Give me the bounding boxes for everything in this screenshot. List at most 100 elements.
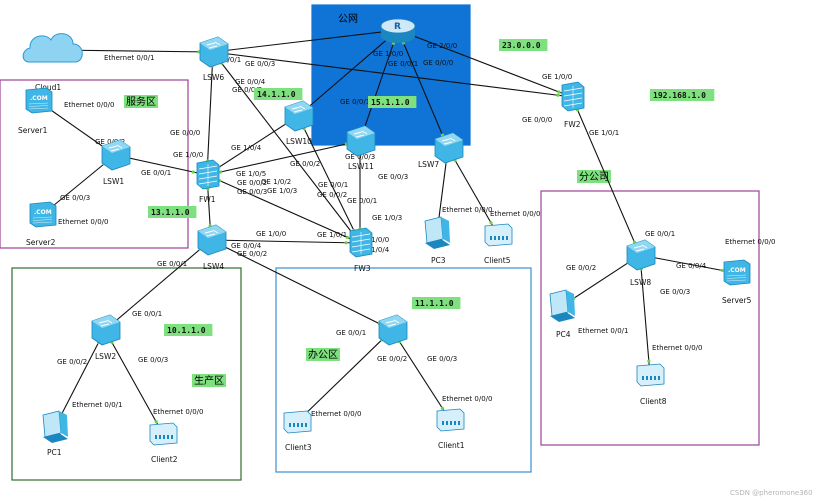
switch-icon-lsw4[interactable] <box>197 224 227 256</box>
port-label: Ethernet 0/0/1 <box>104 54 154 62</box>
port-label: GE 0/0/3 <box>660 288 690 296</box>
client-icon-client3[interactable] <box>283 410 312 434</box>
pc-icon-pc4[interactable] <box>549 289 575 322</box>
link-fw1-fw3 <box>206 174 361 244</box>
port-label: GE 0/0/1 <box>318 181 348 189</box>
port-labels-layer: Ethernet 0/0/1GE 0/0/1GE 0/0/3GE 0/0/4GE… <box>57 42 775 418</box>
port-dot <box>345 235 349 239</box>
port-label: GE 1/0/0 <box>256 230 286 238</box>
port-dot <box>219 170 223 174</box>
client-icon-client1[interactable] <box>436 408 465 432</box>
port-label: GE 0/0/3 <box>60 194 90 202</box>
devices-layer: Cloud1LSW6RFW2.COMServer1LSW1.COMServer2… <box>18 18 752 464</box>
link-lsw7-client5 <box>447 147 499 236</box>
port-label: GE 0/0/0 <box>522 116 552 124</box>
firewall-icon-fw2[interactable] <box>561 81 585 112</box>
port-label: GE 0/0/2 <box>232 86 262 94</box>
switch-icon-lsw8[interactable] <box>626 239 656 271</box>
port-dot <box>440 406 445 410</box>
port-label: GE 0/0/2 <box>95 138 125 146</box>
firewall-icon-fw1[interactable] <box>196 159 220 190</box>
port-label: GE 0/0/1 <box>388 60 418 68</box>
link-fw1-lsw10 <box>206 115 299 176</box>
port-label: GE 0/0/2 <box>317 191 347 199</box>
device-label-lsw1: LSW1 <box>103 177 124 186</box>
subnet-label-bg <box>254 88 303 100</box>
device-label-lsw6: LSW6 <box>203 73 224 82</box>
client-icon-client2[interactable] <box>149 422 178 446</box>
client-icon-client8[interactable] <box>636 363 665 387</box>
switch-icon-lsw6[interactable] <box>199 36 229 68</box>
subnet-label-192-168-1-0: 192.168.1.0 <box>653 91 706 100</box>
port-label: GE 0/0/4 <box>676 262 707 270</box>
pc-icon-pc3[interactable] <box>424 216 450 249</box>
port-label: GE 0/0/2 <box>377 355 407 363</box>
port-label: Ethernet 0/0/0 <box>153 408 203 416</box>
device-label-lsw2: LSW2 <box>95 352 116 361</box>
port-label: Ethernet 0/0/0 <box>311 410 361 418</box>
port-label: GE 0/0/3 <box>345 153 375 161</box>
server-icon-server1[interactable]: .COM <box>25 87 53 114</box>
port-dot <box>647 359 651 363</box>
port-label: GE 0/0/1 <box>141 169 171 177</box>
watermark: CSDN @pheromone360 <box>730 489 813 497</box>
link-fw2-lsw8 <box>571 96 641 256</box>
device-label-pc3: PC3 <box>431 256 446 265</box>
device-label-server2: Server2 <box>26 238 56 247</box>
zone-label-bg <box>306 348 340 361</box>
port-label: GE 0/0/2 <box>57 358 87 366</box>
port-label: GE 1/0/0 <box>373 50 403 58</box>
switch-icon-lsw1[interactable] <box>101 139 131 171</box>
link-lsw4-fw3 <box>210 239 361 244</box>
port-label: Ethernet 0/0/0 <box>725 238 775 246</box>
link-lsw2-client2 <box>104 329 164 435</box>
cloud-icon-cloud1[interactable] <box>22 33 83 63</box>
port-label: Ethernet 0/0/0 <box>490 210 540 218</box>
subnet-label-10-1-1-0: 10.1.1.0 <box>167 326 206 335</box>
port-label: GE 0/0/3 <box>427 355 457 363</box>
switch-icon-lsw10[interactable] <box>284 100 314 132</box>
zone-label-office: 办公区 <box>308 348 338 361</box>
link-lsw3-client3 <box>296 329 393 423</box>
port-label: GE 0/0/2 <box>290 160 320 168</box>
zone-label-service: 服务区 <box>126 95 156 108</box>
device-label-client2: Client2 <box>151 455 178 464</box>
switch-icon-lsw7[interactable] <box>434 132 464 164</box>
port-label: GE 1/0/5 <box>236 170 266 178</box>
zone-label-bg <box>192 374 226 387</box>
switch-icon-lsw3[interactable] <box>378 314 408 346</box>
port-label: GE 0/0/1 <box>157 260 187 268</box>
pc-icon-pc1[interactable] <box>42 410 68 443</box>
device-label-lsw11: LSW11 <box>348 162 374 171</box>
port-label: GE 1/0/0 <box>173 151 203 159</box>
firewall-icon-fw3[interactable] <box>349 227 373 258</box>
link-lsw6-fw1 <box>206 51 214 176</box>
subnet-label-bg <box>499 39 548 51</box>
port-dot <box>556 93 560 97</box>
port-label: GE 1/0/4 <box>231 144 262 152</box>
port-label: Ethernet 0/0/0 <box>442 206 492 214</box>
port-dot <box>489 221 493 225</box>
device-label-server1: Server1 <box>18 126 48 135</box>
link-lsw6-fw3 <box>212 51 361 244</box>
switch-icon-lsw2[interactable] <box>91 314 121 346</box>
server-icon-server5[interactable]: .COM <box>723 259 751 286</box>
svg-text:R: R <box>394 22 401 32</box>
switch-icon-lsw11[interactable] <box>346 125 376 157</box>
device-label-client1: Client1 <box>438 441 465 450</box>
port-label: GE 0/0/4 <box>231 242 262 250</box>
zone-branch <box>540 190 760 446</box>
port-label: GE 0/0/0 <box>170 129 200 137</box>
link-lsw10-fw3 <box>297 115 361 244</box>
subnet-label-14-1-1-0: 14.1.1.0 <box>257 90 296 99</box>
router-icon-router[interactable]: R <box>380 18 416 43</box>
port-label: GE 1/0/0 <box>542 73 572 81</box>
device-label-fw1: FW1 <box>199 195 216 204</box>
link-lsw2-pc1 <box>54 329 106 428</box>
port-label: Ethernet 0/0/0 <box>442 395 492 403</box>
svg-text:.COM: .COM <box>728 267 746 274</box>
client-icon-client5[interactable] <box>484 223 513 247</box>
server-icon-server2[interactable]: .COM <box>29 201 57 228</box>
port-label: GE 0/0/2 <box>237 179 267 187</box>
device-label-client3: Client3 <box>285 443 312 452</box>
